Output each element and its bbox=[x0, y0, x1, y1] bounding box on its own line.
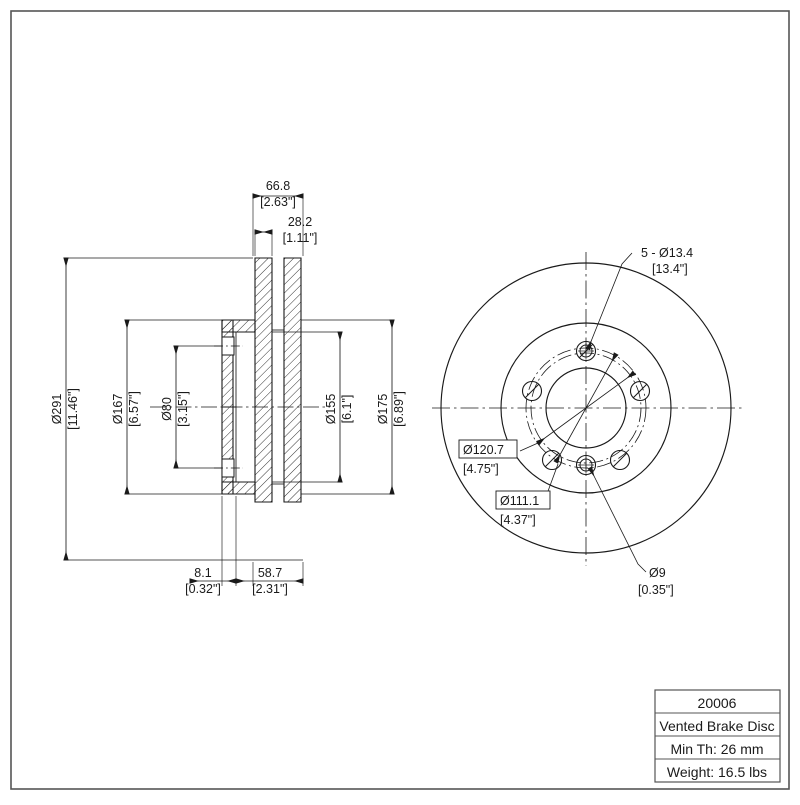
dim-inner-disc-inch: [6.1"] bbox=[340, 395, 354, 424]
leader-pilot-holes bbox=[587, 466, 647, 573]
title-block-description: Vented Brake Disc bbox=[659, 718, 774, 734]
dim-center-bore-mm: Ø80 bbox=[160, 397, 174, 421]
hat-wall-lower bbox=[221, 406, 234, 495]
dim-hat-diameter-inch: [6.57"] bbox=[127, 391, 141, 427]
dim-vent-offset-mm: 28.2 bbox=[288, 215, 312, 229]
title-block-weight: Weight: 16.5 lbs bbox=[667, 764, 767, 780]
cross-section-view bbox=[150, 257, 330, 503]
leader-bolt-outer bbox=[519, 442, 539, 452]
dim-vent-offset-inch: [1.11"] bbox=[283, 231, 318, 245]
title-block-part-number: 20006 bbox=[698, 695, 737, 711]
callout-box-bolt-outer bbox=[458, 439, 518, 459]
dimline-bolt-inner bbox=[553, 352, 619, 464]
callout-pilot-holes-line1: Ø9 bbox=[649, 566, 666, 580]
dim-outer-diameter-inch: [11.46"] bbox=[66, 388, 80, 430]
dim-overall-width-mm: 66.8 bbox=[266, 179, 290, 193]
disc-outer-circle bbox=[440, 262, 732, 554]
rotor-profile-upper bbox=[214, 257, 302, 503]
disc-inboard-wall bbox=[283, 257, 302, 503]
bolt-circle-dimension-lines bbox=[536, 352, 636, 464]
dim-center-bore-inch: [3.15"] bbox=[176, 391, 190, 427]
disc-outboard-wall bbox=[254, 257, 273, 503]
lug-hole bbox=[609, 449, 631, 471]
dim-mount-face-inch: [6.89"] bbox=[392, 391, 406, 427]
callout-lug-holes-line1: 5 - Ø13.4 bbox=[641, 246, 693, 260]
section-extension-lines bbox=[66, 196, 392, 586]
front-face-view: 5 - Ø13.4 [13.4"] Ø120.7 [4.75"] Ø111.1 … bbox=[432, 246, 745, 597]
dim-hat-thickness-mm: 8.1 bbox=[194, 566, 211, 580]
callout-bolt-inner-line1: Ø111.1 bbox=[500, 494, 539, 508]
section-dimension-labels: 66.8 [2.63"] 28.2 [1.11"] Ø291 [11.46"] … bbox=[50, 179, 406, 596]
title-block-min-thickness: Min Th: 26 mm bbox=[670, 741, 763, 757]
dim-mount-face-mm: Ø175 bbox=[376, 394, 390, 425]
callout-bolt-outer-line2: [4.75"] bbox=[463, 462, 499, 476]
callout-bolt-outer-line1: Ø120.7 bbox=[463, 443, 504, 457]
dim-hat-diameter-mm: Ø167 bbox=[111, 394, 125, 425]
callout-lug-holes-line2: [13.4"] bbox=[652, 262, 688, 276]
sheet-border bbox=[10, 10, 790, 790]
lug-hole bbox=[541, 449, 563, 471]
section-dimension-lines bbox=[63, 193, 395, 584]
dim-outer-diameter-mm: Ø291 bbox=[50, 394, 64, 425]
callout-bolt-inner-line2: [4.37"] bbox=[500, 513, 536, 527]
dim-hat-depth-inch: [2.31"] bbox=[252, 582, 288, 596]
dim-hat-depth-mm: 58.7 bbox=[258, 566, 282, 580]
callout-pilot-holes-line2: [0.35"] bbox=[638, 583, 674, 597]
face-leader-lines bbox=[519, 252, 647, 573]
hat-outer-skin-lower bbox=[232, 406, 237, 483]
dim-inner-disc-mm: Ø155 bbox=[324, 394, 338, 425]
rotor-profile-lower bbox=[214, 406, 256, 495]
lug-hole bbox=[521, 380, 543, 402]
leader-lug-holes bbox=[585, 252, 633, 351]
dim-hat-thickness-inch: [0.32"] bbox=[185, 582, 221, 596]
hat-outer-circle bbox=[500, 322, 672, 494]
callout-box-bolt-inner bbox=[495, 490, 551, 510]
title-block: 20006 Vented Brake Disc Min Th: 26 mm We… bbox=[654, 689, 781, 783]
dim-overall-width-inch: [2.63"] bbox=[260, 195, 296, 209]
hat-wall-upper bbox=[221, 319, 234, 408]
